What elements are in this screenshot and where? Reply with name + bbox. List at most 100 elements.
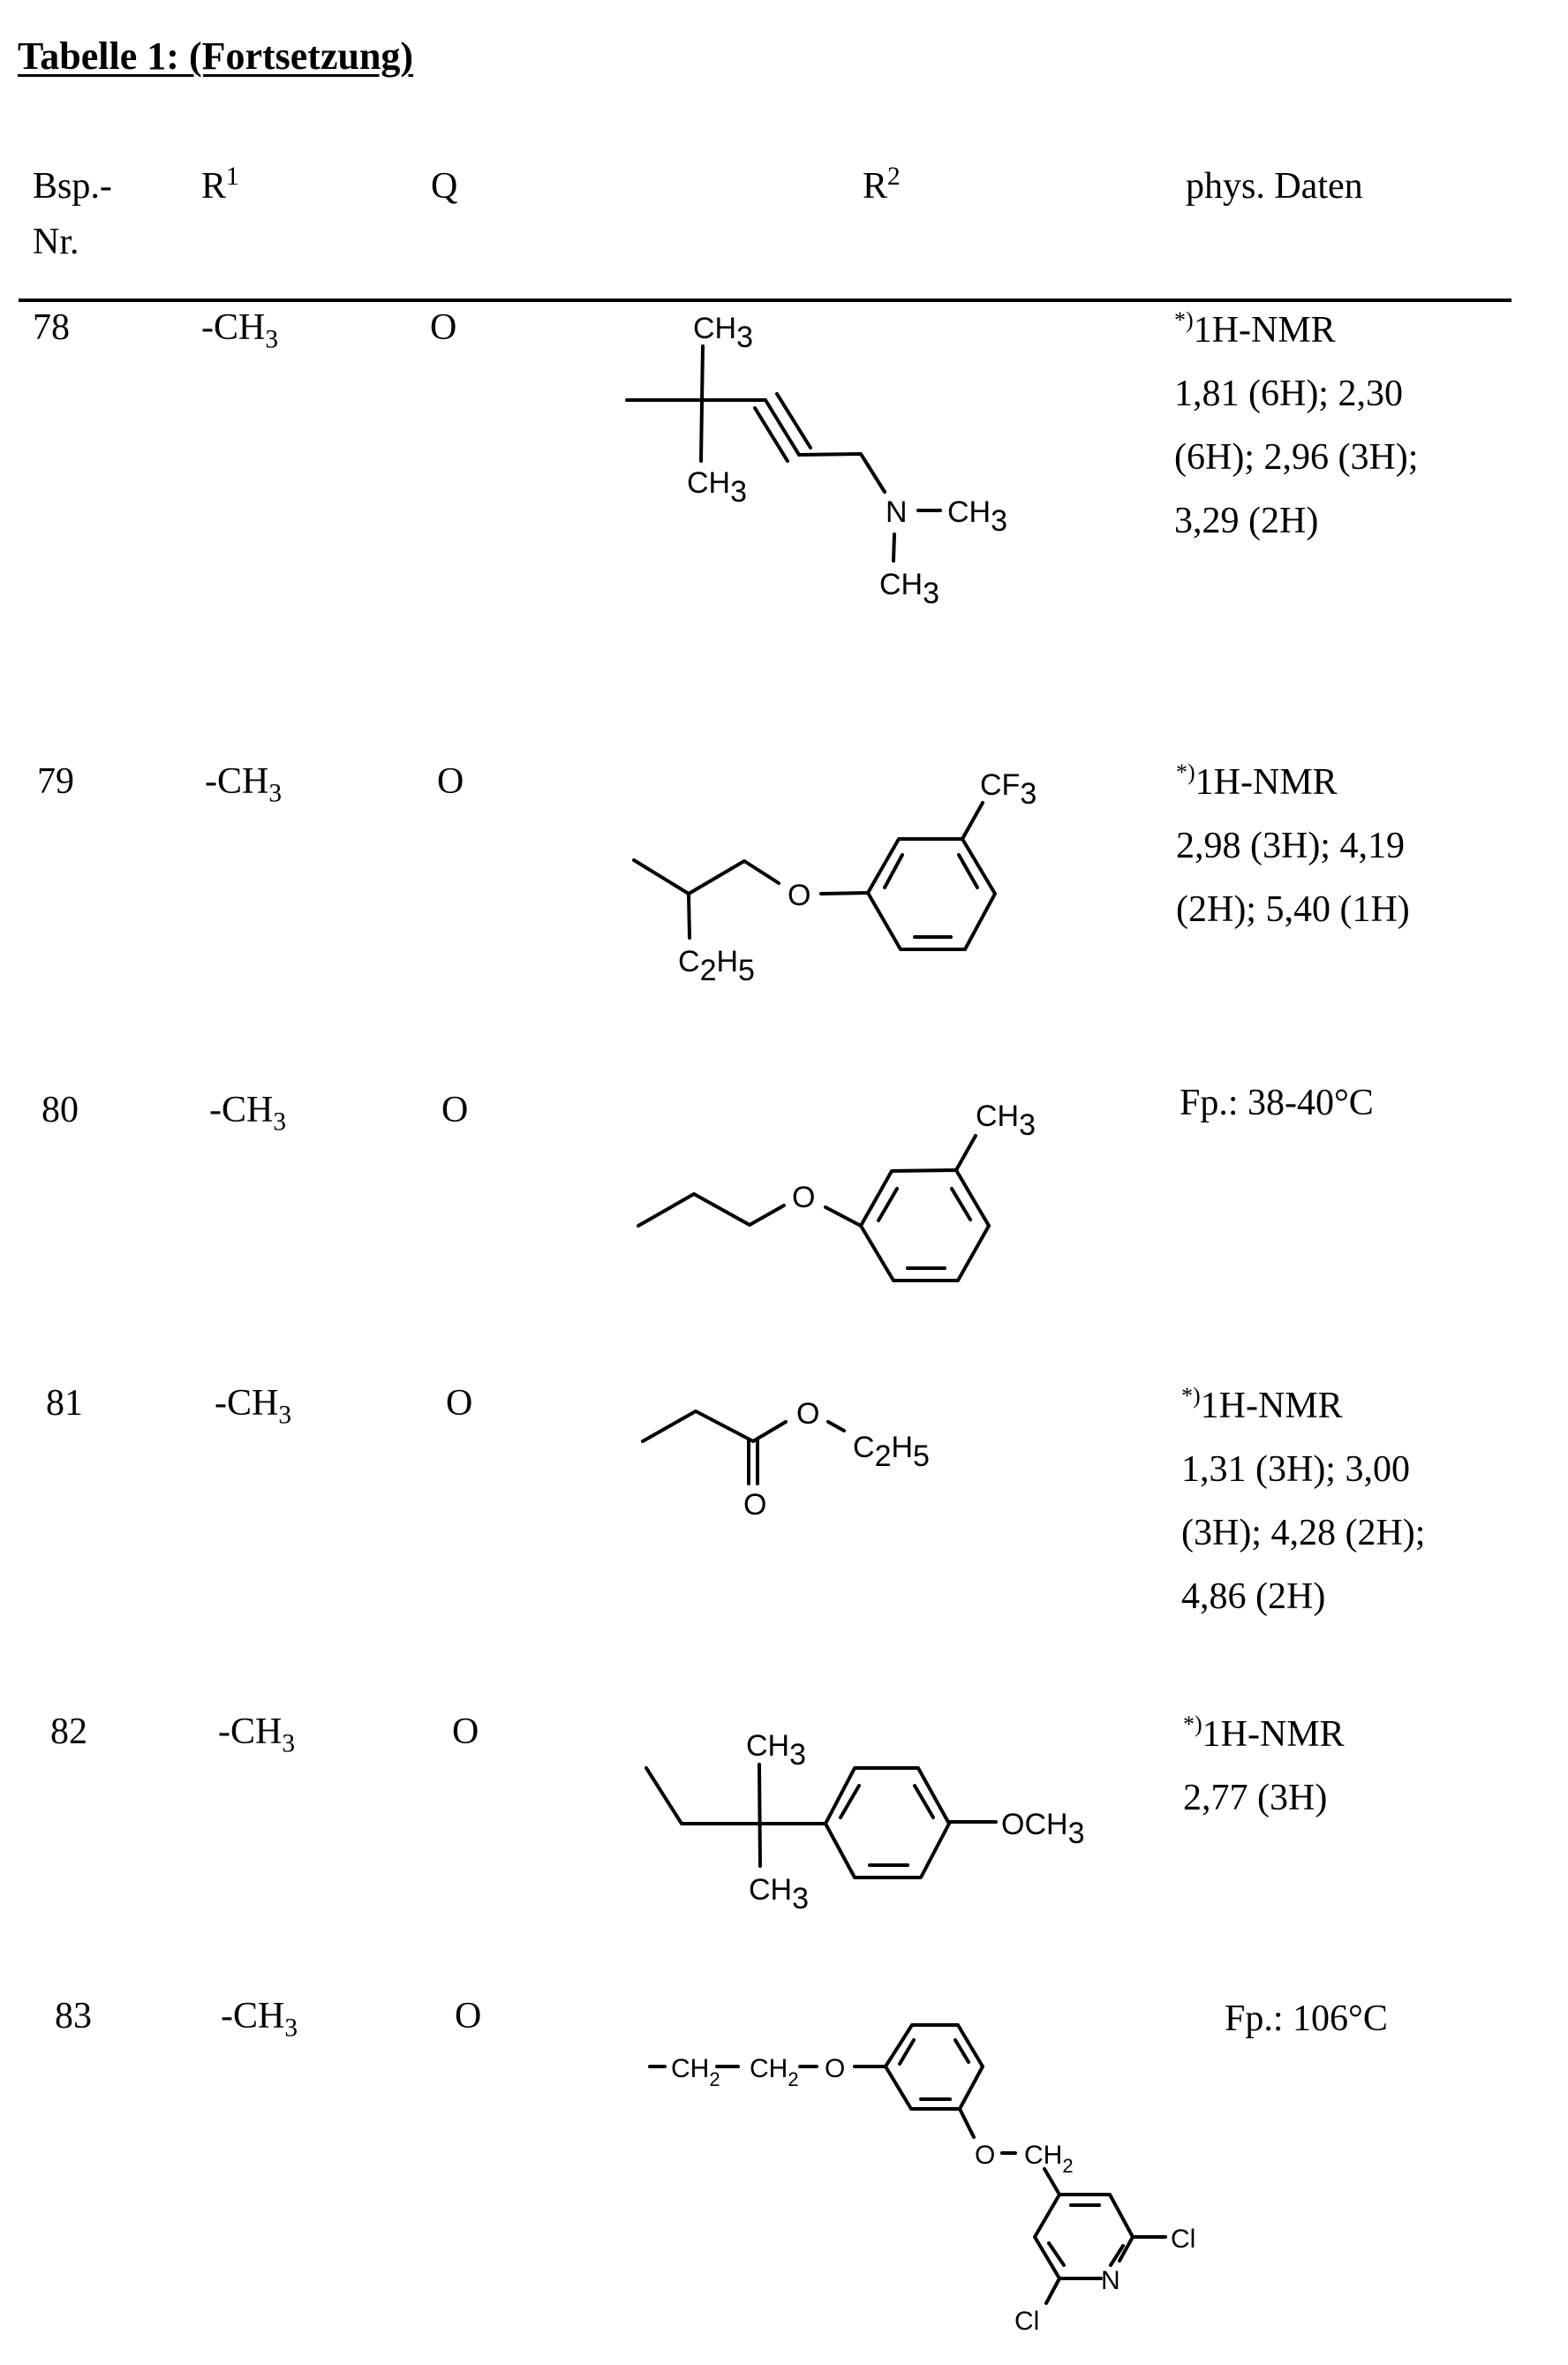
svg-text:CH3: CH3 <box>947 495 1007 538</box>
r1-text: -CH <box>201 307 266 348</box>
r1-sub: 3 <box>282 1729 296 1758</box>
header-q: Q <box>431 166 458 207</box>
svg-text:CH2: CH2 <box>750 2054 799 2090</box>
phys-line: Fp.: 106°C <box>1225 1999 1388 2039</box>
row-phys: Fp.: 106°C <box>1225 1987 1388 2051</box>
row-r1: -CH3 <box>215 1383 291 1428</box>
row-r1: -CH3 <box>221 1996 298 2041</box>
row-q: O <box>446 1383 473 1424</box>
phys-line: (3H); 4,28 (2H); <box>1181 1513 1426 1553</box>
phys-line: *)1H-NMR <box>1181 1364 1425 1438</box>
svg-text:CH2: CH2 <box>671 2054 720 2090</box>
header-r1-label: R <box>201 166 227 207</box>
header-r2: R2 <box>863 163 901 207</box>
phys-text: 1H-NMR <box>1195 762 1338 803</box>
row-nr: 81 <box>46 1383 83 1424</box>
phys-line: Fp.: 38-40°C <box>1180 1083 1374 1123</box>
svg-text:CH3: CH3 <box>687 466 747 509</box>
row-nr: 78 <box>33 307 70 348</box>
header-nr: Nr. <box>33 223 79 261</box>
phys-line: 2,77 (3H) <box>1183 1778 1328 1818</box>
svg-text:O: O <box>825 2054 845 2083</box>
svg-text:CH3: CH3 <box>879 568 939 610</box>
phys-text: 1H-NMR <box>1202 1714 1345 1755</box>
row-q: O <box>430 307 457 348</box>
header-r2-sup: 2 <box>887 162 901 191</box>
row-r1: -CH3 <box>205 761 282 806</box>
svg-text:OCH3: OCH3 <box>1001 1808 1084 1850</box>
svg-text:CH3: CH3 <box>749 1873 809 1915</box>
phys-line: (2H); 5,40 (1H) <box>1176 889 1410 930</box>
row-r1: -CH3 <box>209 1090 286 1135</box>
svg-text:C2H5: C2H5 <box>853 1431 930 1473</box>
phys-line: 4,86 (2H) <box>1181 1576 1326 1617</box>
row-nr: 82 <box>50 1711 87 1752</box>
row-nr: 80 <box>41 1090 79 1130</box>
svg-text:CH3: CH3 <box>976 1099 1036 1142</box>
svg-text:CH3: CH3 <box>693 312 753 354</box>
svg-text:O: O <box>792 1181 815 1214</box>
svg-text:Cl: Cl <box>1014 2307 1039 2336</box>
structure-79: C2H5 O CF3 <box>632 768 1037 987</box>
row-phys: *)1H-NMR 2,77 (3H) <box>1183 1693 1345 1830</box>
r1-text: -CH <box>209 1090 274 1130</box>
phys-line: 3,29 (2H) <box>1174 501 1319 541</box>
header-r1-sup: 1 <box>226 162 239 191</box>
header-r2-label: R <box>863 166 888 207</box>
phys-text: 1H-NMR <box>1200 1386 1343 1426</box>
r1-sub: 3 <box>265 325 279 354</box>
structure-78: CH3 CH3 N CH3 CH3 <box>625 312 1007 610</box>
svg-text:CH3: CH3 <box>746 1729 806 1772</box>
header-rule <box>19 298 1511 302</box>
structure-80: O CH3 <box>637 1099 1036 1282</box>
footnote-marker: *) <box>1176 759 1195 785</box>
phys-line: *)1H-NMR <box>1174 289 1418 362</box>
header-bsp-label: Bsp.- <box>33 166 112 207</box>
r1-sub: 3 <box>284 2014 298 2043</box>
r1-sub: 3 <box>273 1107 287 1137</box>
row-phys: *)1H-NMR 1,81 (6H); 2,30 (6H); 2,96 (3H)… <box>1174 289 1418 553</box>
svg-text:O: O <box>743 1488 766 1522</box>
row-nr: 79 <box>37 761 74 802</box>
row-q: O <box>441 1090 469 1130</box>
svg-text:CF3: CF3 <box>980 768 1037 811</box>
phys-text: 1H-NMR <box>1193 310 1336 351</box>
table-title: Tabelle 1: (Fortsetzung) <box>18 34 414 78</box>
phys-line: *)1H-NMR <box>1176 741 1410 814</box>
svg-text:N: N <box>1101 2266 1120 2295</box>
r1-text: -CH <box>215 1383 279 1424</box>
phys-line: 1,31 (3H); 3,00 <box>1181 1449 1410 1490</box>
header-r1: R1 <box>201 163 239 207</box>
header-phys: phys. Daten <box>1186 166 1363 207</box>
structure-81: O C2H5 O <box>641 1397 930 1522</box>
r1-sub: 3 <box>278 1401 292 1430</box>
structure-83: CH2 CH2 O O CH2 N Cl Cl <box>648 2023 1195 2336</box>
row-r1: -CH3 <box>218 1711 295 1757</box>
svg-text:C2H5: C2H5 <box>678 945 755 987</box>
svg-text:N: N <box>886 495 908 529</box>
svg-text:O: O <box>796 1397 819 1431</box>
row-q: O <box>437 761 464 802</box>
footnote-marker: *) <box>1174 307 1194 333</box>
phys-line: 2,98 (3H); 4,19 <box>1176 826 1405 866</box>
row-q: O <box>455 1996 482 2036</box>
svg-text:O: O <box>975 2141 995 2170</box>
row-phys: *)1H-NMR 1,31 (3H); 3,00 (3H); 4,28 (2H)… <box>1181 1364 1425 1628</box>
r1-text: -CH <box>221 1996 285 2036</box>
r1-sub: 3 <box>268 779 283 808</box>
row-phys: Fp.: 38-40°C <box>1180 1071 1374 1135</box>
row-r1: -CH3 <box>201 307 278 352</box>
row-phys: *)1H-NMR 2,98 (3H); 4,19 (2H); 5,40 (1H) <box>1176 741 1410 941</box>
footnote-marker: *) <box>1183 1711 1202 1737</box>
svg-text:Cl: Cl <box>1171 2225 1195 2254</box>
r1-text: -CH <box>218 1711 283 1752</box>
row-q: O <box>452 1711 479 1752</box>
header-nr-label: Nr. <box>33 222 79 262</box>
structure-82: CH3 CH3 OCH3 <box>645 1729 1084 1915</box>
phys-line: *)1H-NMR <box>1183 1693 1345 1766</box>
svg-text:O: O <box>788 879 810 912</box>
phys-line: (6H); 2,96 (3H); <box>1174 437 1419 478</box>
r1-text: -CH <box>205 761 269 802</box>
header-bsp: Bsp.- <box>33 168 112 205</box>
phys-line: 1,81 (6H); 2,30 <box>1174 374 1403 414</box>
